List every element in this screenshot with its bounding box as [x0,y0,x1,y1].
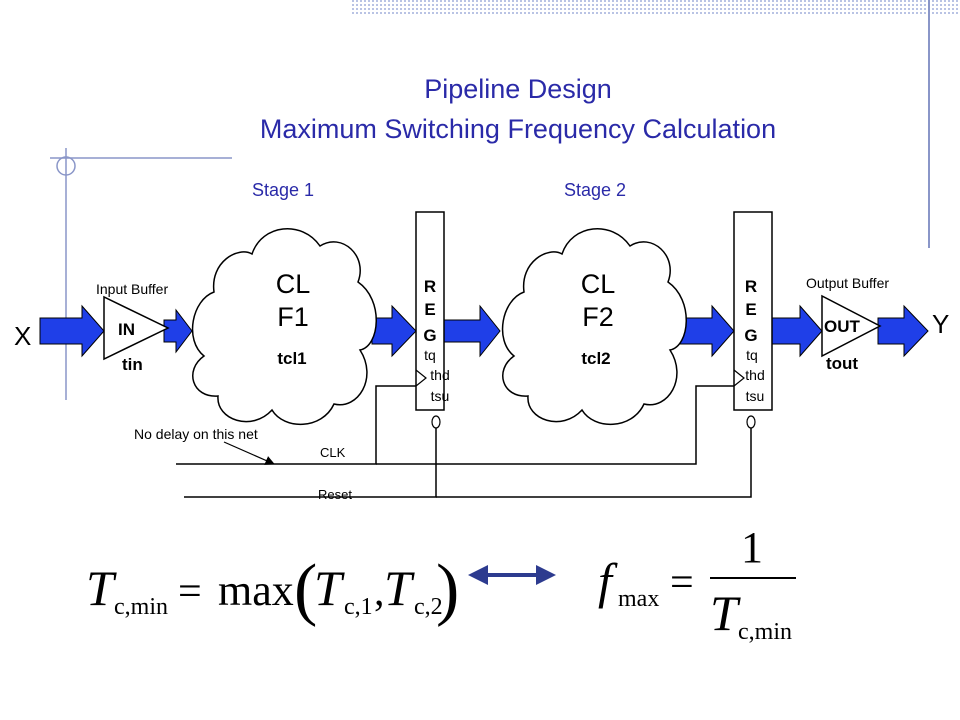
reg2-reset-bubble [746,415,756,429]
arrow-in-to-cl1 [163,308,193,354]
input-buffer-triangle [103,295,170,361]
equation-f-max: f max = 1 T c,min [598,523,796,645]
title-line-1: Pipeline Design [424,74,612,104]
deco-circle [56,156,76,176]
cl2-delay: tcl2 [581,349,610,368]
reg2-thd: thd [745,367,764,383]
cl2-line-1: CL [581,269,616,299]
register-2 [733,211,773,411]
clk-net [176,385,734,465]
cl2-cloud [501,228,687,425]
eq1-close-paren: ) [436,551,459,628]
arrow-x-in [39,304,105,358]
eq1-lhs-sub: c,min [114,594,168,620]
arrow-reg1-to-cl2 [443,304,501,358]
cl1-cloud [191,228,377,425]
eq2-numerator: 1 [741,523,763,572]
arrow-cl1-to-reg1 [371,304,417,358]
eq2-f: f [598,553,618,609]
output-buffer-name: OUT [824,317,861,336]
reg1-r: R [424,277,436,296]
output-y-label: Y [932,309,949,339]
input-x-label: X [14,321,31,351]
cl1-line-1: CL [276,269,311,299]
eq1-comma: , [374,569,385,615]
eq1-arg2-sub: c,2 [414,594,443,620]
reg2-r: R [745,277,757,296]
cl1-line-2: F1 [277,302,309,332]
reg1-tq: tq [424,347,436,363]
equation-tc-min: T c,min = max ( T c,1 , T c,2 ) [86,551,459,628]
stage-1-label: Stage 1 [252,180,314,200]
reg2-g: G [744,326,757,345]
eq2-den-sub: c,min [738,619,792,645]
output-buffer-label: Output Buffer [806,275,889,291]
eq2-f-sub: max [618,586,659,612]
input-buffer-delay: tin [122,355,143,374]
eq1-max: max [218,566,294,615]
reset-net [184,428,752,498]
reset-label: Reset [318,487,352,502]
title-line-2: Maximum Switching Frequency Calculation [260,114,776,144]
input-buffer-label: Input Buffer [96,281,168,297]
input-buffer-name: IN [118,320,135,339]
reg1-g: G [423,326,436,345]
reg1-clock-notch [415,369,427,387]
eq1-lhs-t: T [86,560,117,616]
stage-2-label: Stage 2 [564,180,626,200]
arrow-out-y [877,304,929,358]
arrow-reg2-to-out [769,304,823,358]
output-buffer-triangle [821,294,882,358]
eq1-open-paren: ( [294,551,317,628]
dotted-banner [352,0,960,16]
reg2-tq: tq [746,347,758,363]
eq2-den-t: T [710,585,741,641]
reg2-e: E [745,300,756,319]
reg1-e: E [424,300,435,319]
cl1-delay: tcl1 [277,349,306,368]
reg2-tsu: tsu [746,388,765,404]
register-1 [415,211,445,411]
reg1-thd: thd [430,367,449,383]
no-delay-pointer [223,441,275,465]
no-delay-note: No delay on this net [134,426,258,442]
cl2-line-2: F2 [582,302,614,332]
clk-label: CLK [320,445,346,460]
eq1-arg2-t: T [384,560,415,616]
eq1-arg1-sub: c,1 [344,594,373,620]
eq1-arg1-t: T [314,560,345,616]
output-buffer-delay: tout [826,354,858,373]
eq1-equals: = [178,569,202,615]
reg1-tsu: tsu [431,388,450,404]
reg2-clock-notch [733,369,745,387]
reg1-reset-bubble [431,415,441,429]
eq2-equals: = [670,560,694,606]
